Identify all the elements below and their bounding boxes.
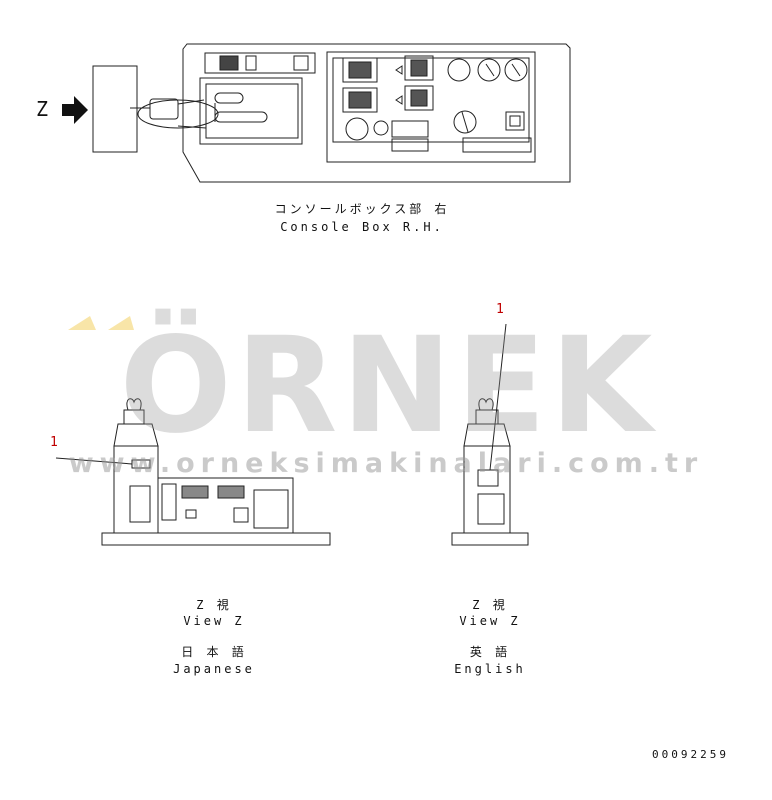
left-machine	[101, 398, 331, 546]
lang-right-en: English	[454, 662, 526, 676]
console-title-en: Console Box R.H.	[280, 220, 444, 234]
console-box-outline	[182, 43, 571, 183]
view-arrow	[62, 96, 88, 124]
watermark-brand: ÖRNEK	[119, 309, 657, 463]
lang-right-jp: 英 語	[469, 645, 511, 659]
watermark-url: www.orneksimakinalari.com.tr	[68, 448, 704, 479]
view-right-en: View Z	[459, 614, 521, 628]
lang-left-jp: 日 本 語	[181, 645, 247, 659]
view-right-jp: Z 視	[472, 598, 508, 612]
view-left-jp: Z 視	[196, 598, 232, 612]
callout-right: 1	[496, 302, 504, 317]
side-panel	[92, 65, 138, 153]
right-machine	[451, 398, 529, 546]
lever-callout	[130, 98, 219, 129]
callout-left: 1	[50, 435, 58, 450]
shift-gate-panel	[199, 52, 316, 145]
drawing-number: 00092259	[652, 748, 729, 761]
console-title-jp: コンソールボックス部 右	[274, 202, 450, 216]
lang-left-en: Japanese	[173, 662, 255, 676]
arrow-label: Z	[36, 97, 49, 121]
switch-panel	[326, 51, 536, 163]
view-left-en: View Z	[183, 614, 245, 628]
left-leader	[55, 457, 133, 465]
right-leader	[489, 323, 507, 471]
watermark-accent	[68, 316, 134, 330]
